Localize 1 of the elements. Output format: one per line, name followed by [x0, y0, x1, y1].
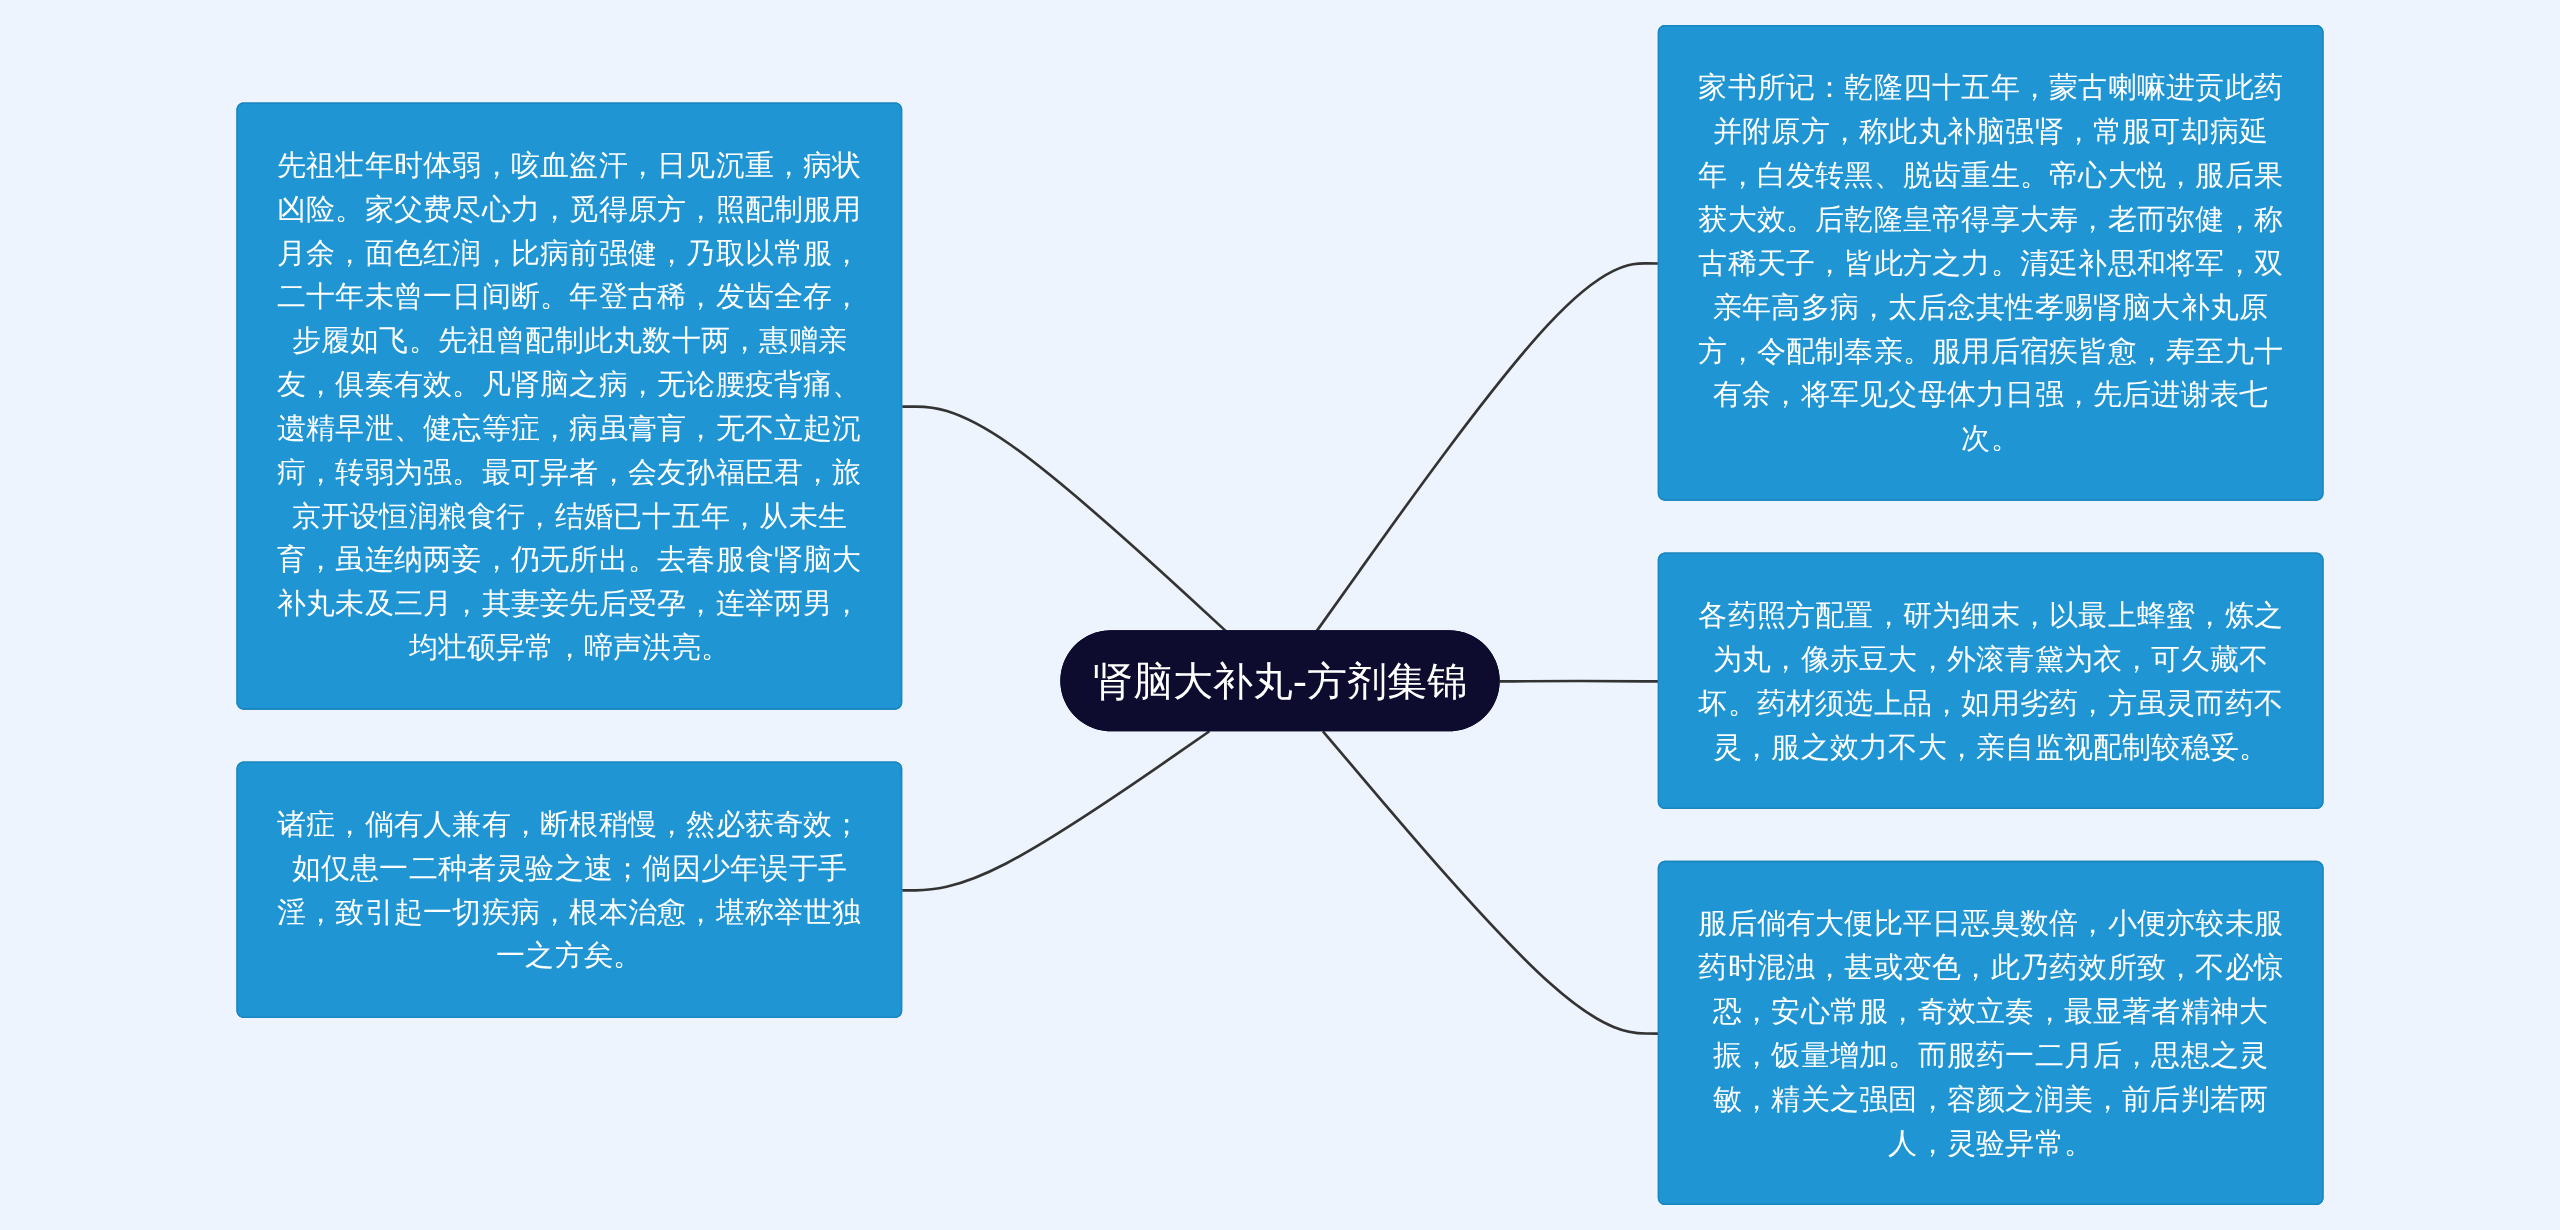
connector: [902, 730, 1211, 892]
